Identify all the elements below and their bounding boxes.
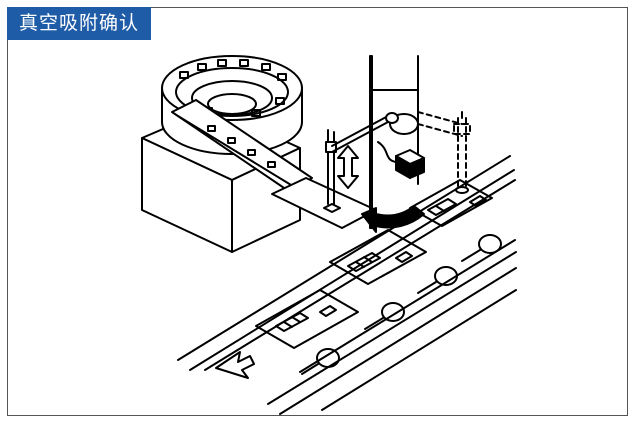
roller — [461, 234, 502, 262]
transfer-arrow — [361, 205, 425, 233]
belt-direction-arrow — [215, 351, 255, 379]
circuit-board — [255, 289, 359, 349]
circuit-board — [409, 179, 493, 227]
roller — [364, 302, 405, 330]
circuit-board — [329, 229, 427, 285]
diagram-title: 真空吸附确认 — [7, 7, 152, 40]
roller — [301, 348, 340, 375]
parts-feeder — [141, 55, 377, 253]
suction-arm — [325, 115, 389, 205]
roller — [417, 266, 458, 294]
nozzle-target — [455, 111, 469, 194]
suction-arm-target — [417, 111, 471, 187]
up-down-arrow — [337, 145, 359, 189]
vacuum-sensor — [377, 141, 425, 179]
conveyor — [177, 155, 517, 415]
